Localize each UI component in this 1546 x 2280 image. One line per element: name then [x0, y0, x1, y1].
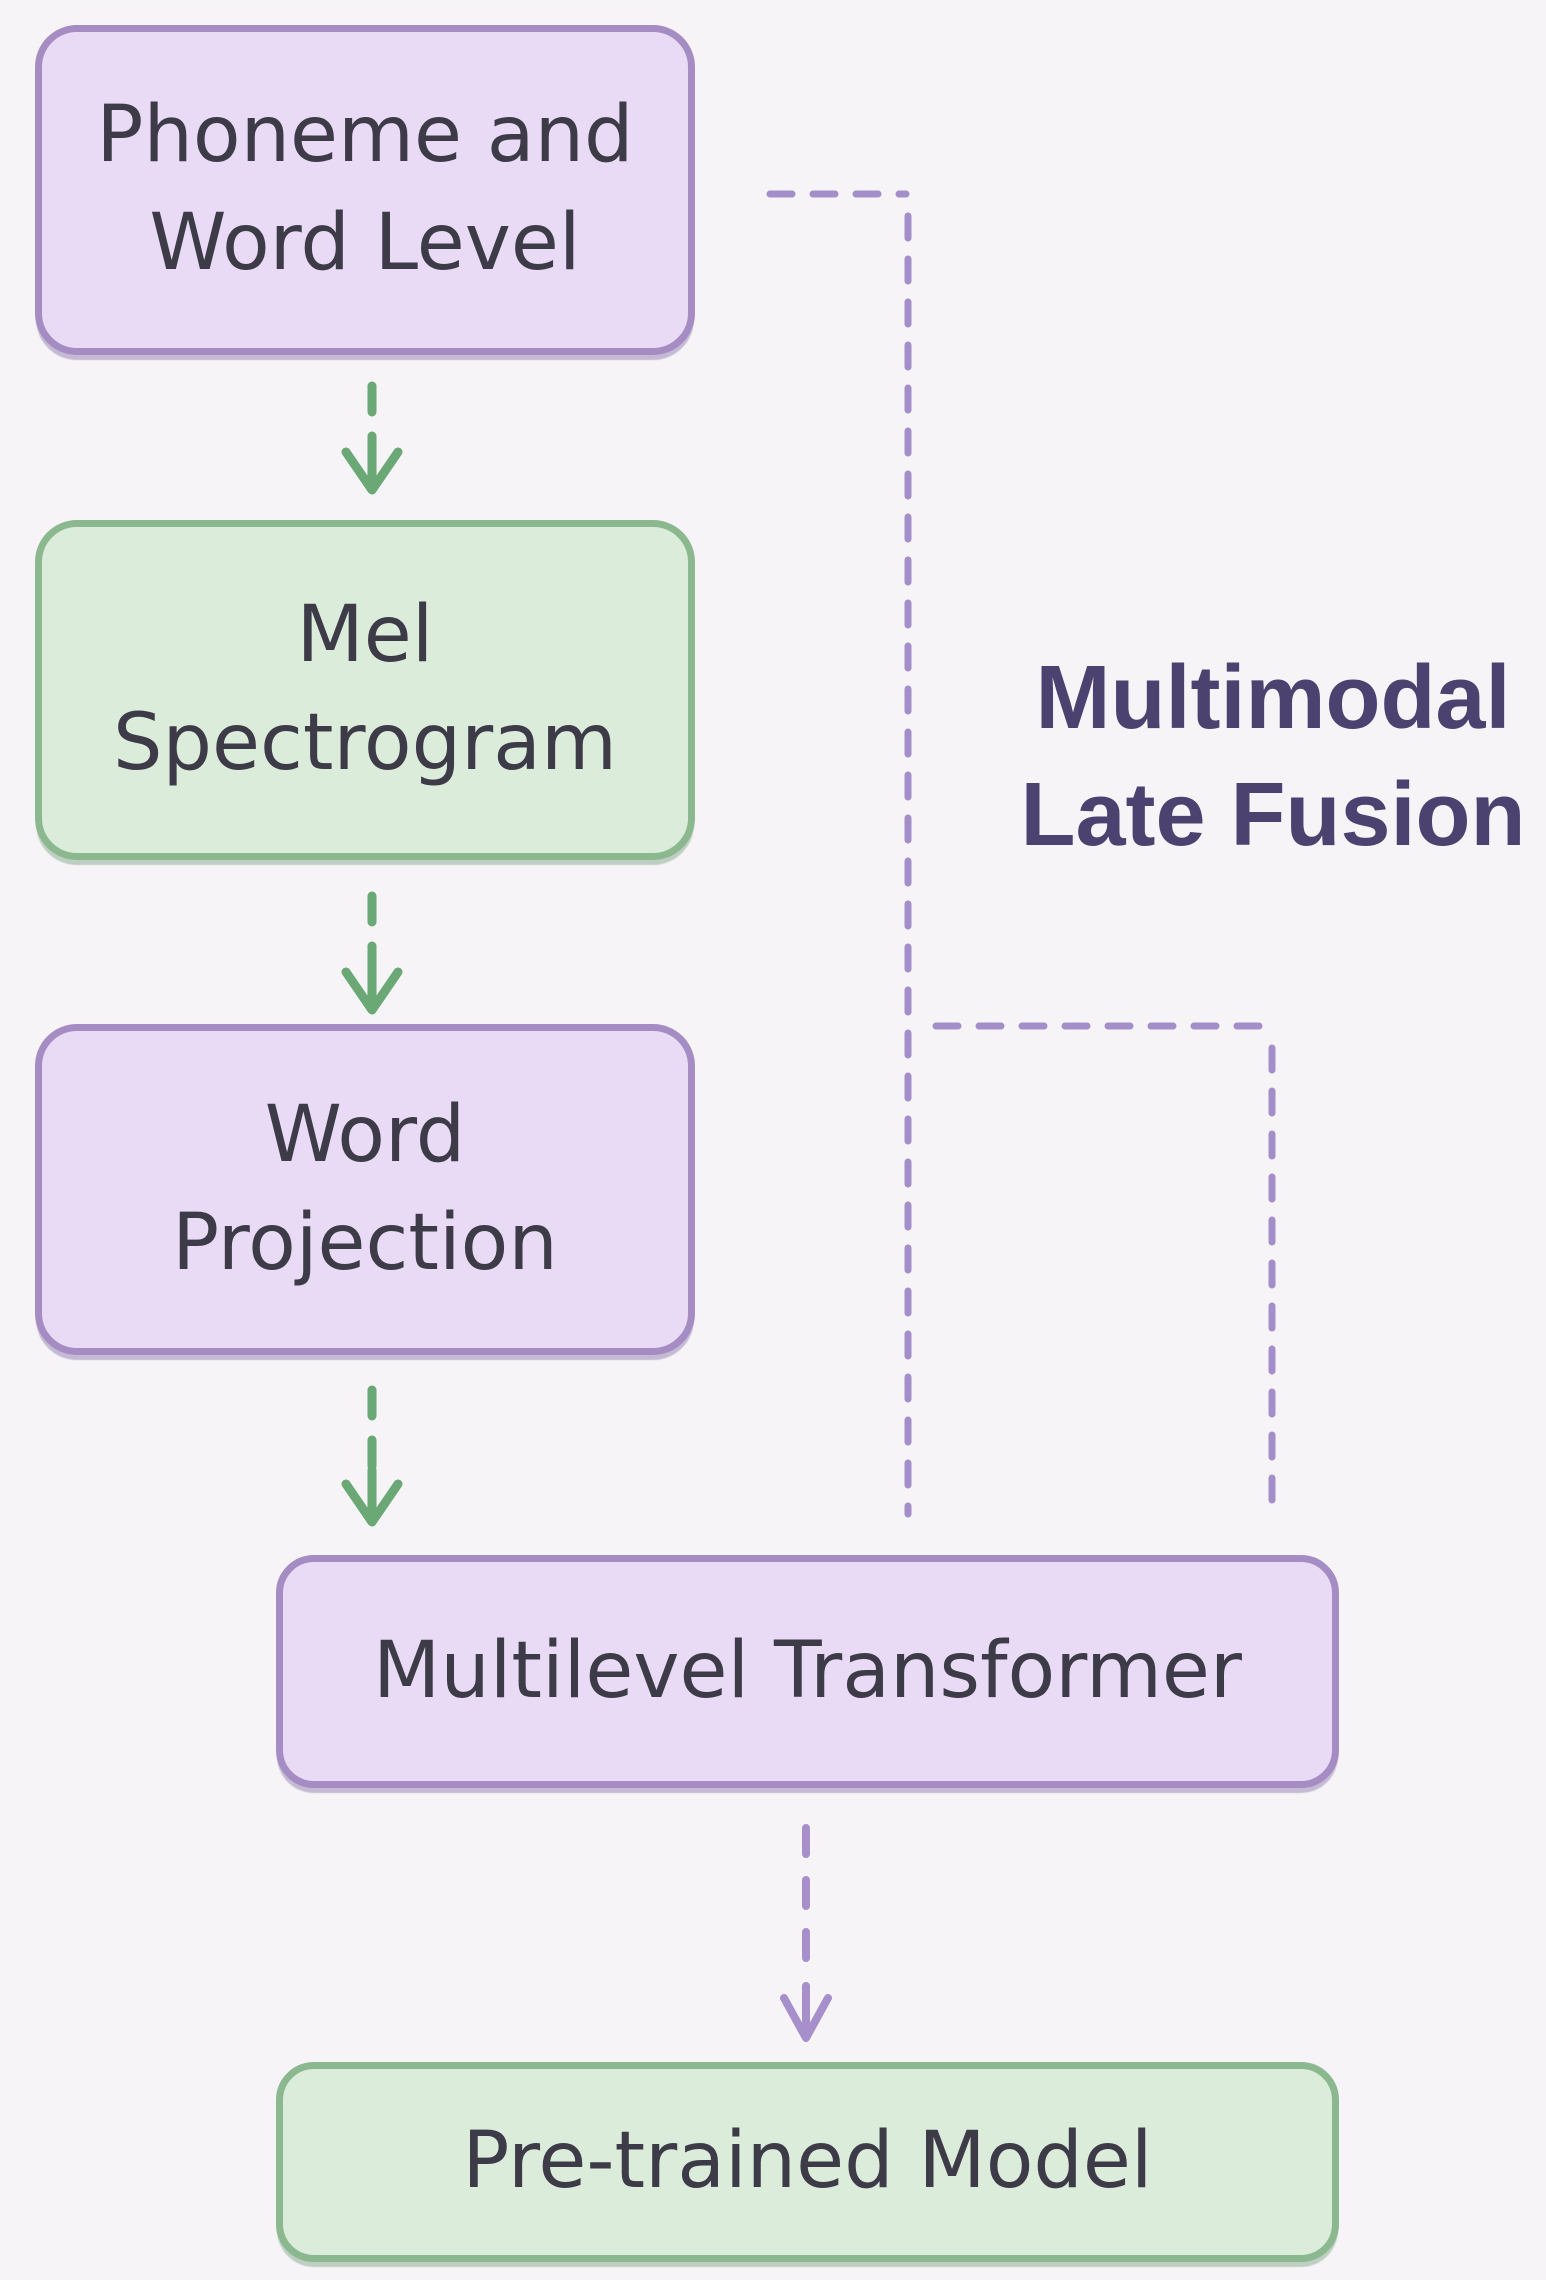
arrow-mel-to-word-projection — [341, 891, 403, 1015]
arrow-phoneme-to-mel — [341, 381, 403, 495]
fusion-label: Multimodal Late Fusion — [1020, 648, 1526, 865]
node-mel-spectrogram: Mel Spectrogram — [35, 520, 695, 860]
node-pre-trained-model: Pre-trained Model — [276, 2062, 1339, 2262]
node-word-projection: Word Projection — [35, 1024, 695, 1355]
fusion-connector-right — [932, 1022, 1276, 1518]
fusion-connector-left — [766, 190, 912, 1518]
arrow-word-projection-to-transformer — [341, 1385, 403, 1527]
arrow-transformer-to-pretrained — [780, 1824, 832, 2042]
node-multilevel-transformer: Multilevel Transformer — [276, 1555, 1339, 1788]
node-phoneme-word-level: Phoneme and Word Level — [35, 25, 695, 355]
